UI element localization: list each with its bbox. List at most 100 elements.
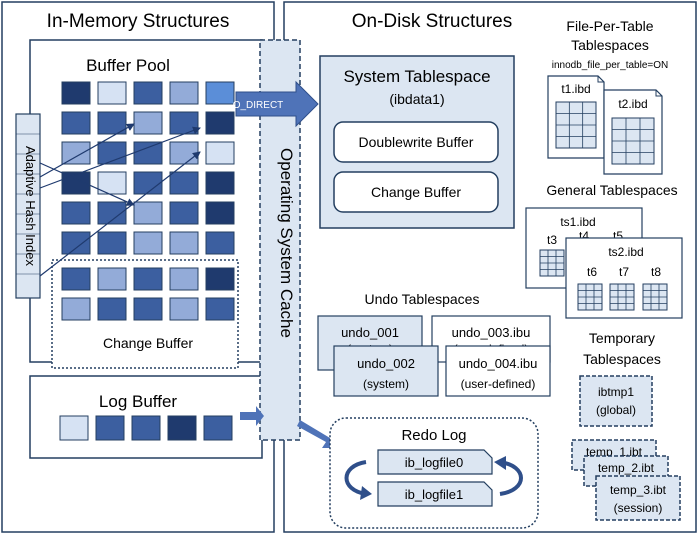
general-tablespaces-title: General Tablespaces bbox=[546, 182, 677, 198]
change-buffer-page bbox=[61, 297, 91, 321]
redo-cycle-arrow-right bbox=[499, 460, 523, 496]
redo-cycle-arrowhead-right bbox=[494, 456, 506, 470]
buffer-page bbox=[169, 201, 199, 225]
ts2-table-t6: t6 bbox=[587, 265, 597, 279]
log-buffer-page bbox=[59, 415, 89, 441]
doublewrite-buffer-box bbox=[333, 121, 499, 163]
change-buffer-page bbox=[133, 297, 163, 321]
temp-3: temp_3.ibt (session) bbox=[595, 475, 681, 521]
os-to-redo-arrow bbox=[297, 420, 338, 448]
ahi-slots bbox=[16, 133, 40, 275]
undo-001-label: undo_001 bbox=[341, 325, 399, 340]
table-icon bbox=[539, 249, 565, 277]
ib-logfile0-label: ib_logfile0 bbox=[405, 455, 464, 470]
buffer-page bbox=[133, 171, 163, 195]
table-icon bbox=[609, 283, 635, 311]
t2-ibd-file: t2.ibd bbox=[603, 89, 663, 175]
temporary-tablespaces-title-2: Tablespaces bbox=[583, 351, 661, 367]
change-buffer-page bbox=[97, 297, 127, 321]
ts1-table-t3: t3 bbox=[547, 233, 557, 247]
change-buffer-page bbox=[205, 297, 235, 321]
in-memory-title: In-Memory Structures bbox=[47, 11, 230, 32]
buffer-page bbox=[205, 81, 235, 105]
o-direct-label: O_DIRECT bbox=[233, 100, 284, 111]
buffer-page bbox=[61, 231, 91, 255]
undo-003-label: undo_003.ibu bbox=[452, 325, 531, 340]
ahi-arrows bbox=[39, 123, 201, 277]
buffer-page bbox=[97, 201, 127, 225]
buffer-page bbox=[133, 111, 163, 135]
buffer-page bbox=[205, 111, 235, 135]
o-direct-arrow bbox=[235, 80, 319, 128]
change-buffer-page bbox=[133, 267, 163, 291]
temporary-tablespaces-title-1: Temporary bbox=[589, 330, 655, 346]
change-buffer-pages bbox=[61, 267, 235, 321]
system-change-buffer-label: Change Buffer bbox=[371, 184, 461, 200]
buffer-page bbox=[97, 171, 127, 195]
system-change-buffer-box bbox=[333, 171, 499, 213]
change-buffer-page bbox=[169, 297, 199, 321]
ib-logfile0: ib_logfile0 bbox=[377, 449, 493, 475]
buffer-page bbox=[133, 141, 163, 165]
buffer-page bbox=[97, 231, 127, 255]
change-buffer-page bbox=[97, 267, 127, 291]
ts1-ibd-label: ts1.ibd bbox=[560, 215, 595, 229]
buffer-page bbox=[169, 171, 199, 195]
table-icon bbox=[577, 283, 603, 311]
undo-004: undo_004.ibu (user-defined) bbox=[445, 345, 551, 397]
table-icon bbox=[642, 283, 668, 311]
ts1-table-t4: t4 bbox=[579, 229, 589, 243]
temp-2-label: temp_2.ibt bbox=[598, 461, 655, 475]
buffer-page bbox=[205, 171, 235, 195]
ib-logfile1: ib_logfile1 bbox=[377, 481, 493, 507]
os-cache-label: Operating System Cache bbox=[277, 148, 296, 338]
redo-cycle-arrowhead-left bbox=[360, 486, 372, 500]
ts1-table-t5: t5 bbox=[613, 229, 623, 243]
buffer-page bbox=[61, 201, 91, 225]
log-buffer-title: Log Buffer bbox=[99, 392, 177, 411]
buffer-page bbox=[61, 81, 91, 105]
buffer-page bbox=[205, 201, 235, 225]
buffer-page bbox=[169, 231, 199, 255]
buffer-page bbox=[133, 231, 163, 255]
ibtmp1-label: ibtmp1 bbox=[598, 385, 634, 399]
t2-ibd-label: t2.ibd bbox=[618, 97, 647, 111]
table-icon bbox=[555, 101, 597, 149]
change-buffer-page bbox=[205, 267, 235, 291]
buffer-page bbox=[133, 81, 163, 105]
change-buffer-label: Change Buffer bbox=[103, 335, 193, 351]
ibtmp1: ibtmp1 (global) bbox=[579, 375, 653, 427]
buffer-page bbox=[205, 141, 235, 165]
ib-logfile1-label: ib_logfile1 bbox=[405, 487, 464, 502]
log-buffer-to-os-arrow bbox=[240, 406, 264, 426]
undo-002-label: undo_002 bbox=[357, 356, 415, 371]
adaptive-hash-index bbox=[15, 113, 41, 299]
file-per-table-title-1: File-Per-Table bbox=[566, 18, 653, 34]
change-buffer-page bbox=[169, 267, 199, 291]
ts2-table-t7: t7 bbox=[619, 265, 629, 279]
temp-3-label: temp_3.ibt bbox=[610, 483, 667, 497]
t1-ibd-file: t1.ibd bbox=[547, 75, 605, 159]
buffer-pool-pages bbox=[61, 81, 235, 255]
redo-log-title: Redo Log bbox=[401, 427, 466, 444]
log-buffer-page bbox=[131, 415, 161, 441]
buffer-page bbox=[169, 81, 199, 105]
file-per-table-option: innodb_file_per_table=ON bbox=[552, 60, 668, 71]
on-disk-title: On-Disk Structures bbox=[352, 11, 512, 32]
ahi-label: Adaptive Hash Index bbox=[23, 146, 38, 266]
buffer-page bbox=[97, 81, 127, 105]
buffer-pool-title: Buffer Pool bbox=[86, 56, 170, 75]
undo-004-label: undo_004.ibu bbox=[459, 356, 538, 371]
log-buffer-pages bbox=[59, 415, 233, 441]
undo-004-sub: (user-defined) bbox=[461, 377, 536, 391]
buffer-page bbox=[169, 141, 199, 165]
buffer-page bbox=[61, 141, 91, 165]
undo-002: undo_002 (system) bbox=[333, 345, 439, 397]
log-buffer-page bbox=[203, 415, 233, 441]
buffer-page bbox=[205, 231, 235, 255]
buffer-page bbox=[61, 111, 91, 135]
undo-002-sub: (system) bbox=[363, 377, 409, 391]
temp-3-sub: (session) bbox=[614, 501, 663, 515]
